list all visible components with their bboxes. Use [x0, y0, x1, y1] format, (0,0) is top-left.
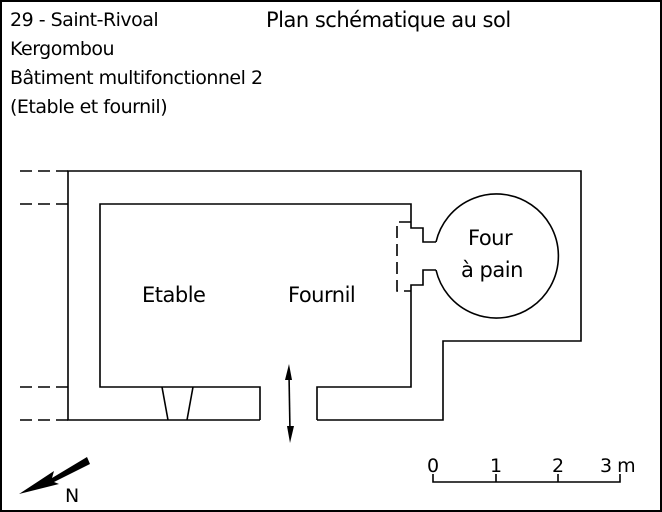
room-label-four-1: Four	[468, 226, 513, 250]
scale-label-2: 2	[552, 455, 564, 477]
wall-continuation-dashes	[20, 170, 411, 421]
outer-wall	[67, 170, 582, 421]
location-lieu-dit: Kergombou	[10, 38, 115, 60]
oven	[435, 193, 560, 319]
entrance-arrow	[288, 373, 291, 433]
room-label-etable: Etable	[142, 283, 206, 307]
scale-bar	[432, 474, 621, 483]
scale-label-3: 3 m	[600, 455, 636, 477]
page-title: Plan schématique au sol	[266, 8, 511, 32]
inner-wall	[99, 203, 436, 420]
north-arrow-icon	[19, 457, 90, 494]
north-label: N	[65, 485, 79, 507]
scale-label-1: 1	[490, 455, 502, 477]
location-commune: 29 - Saint-Rivoal	[10, 9, 159, 31]
room-label-fournil: Fournil	[288, 283, 356, 307]
building-subtitle: (Etable et fournil)	[10, 96, 168, 118]
window-opening	[161, 386, 169, 421]
inner-wall-lower	[316, 269, 436, 420]
building-name: Bâtiment multifonctionnel 2	[10, 67, 263, 89]
scale-label-0: 0	[427, 455, 439, 477]
room-label-four-2: à pain	[461, 258, 523, 282]
